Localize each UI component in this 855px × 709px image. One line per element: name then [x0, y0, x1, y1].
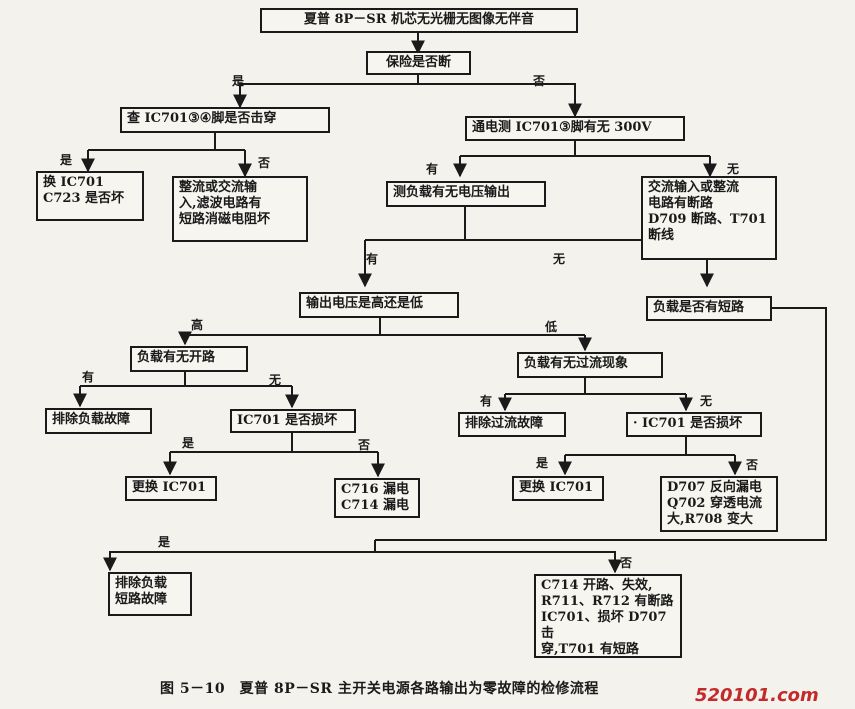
node-rect-short-line-3: 短路消磁电阻坏 [179, 212, 271, 227]
label-oc-have: 有 [480, 394, 493, 408]
watermark: 520101.com [695, 685, 819, 706]
label-ic34-no: 否 [258, 156, 271, 170]
node-c716-line-1: C716 漏电 [341, 482, 410, 497]
node-change-ic-c723-line-2: C723 是否坏 [43, 191, 125, 206]
label-300v-none: 无 [727, 162, 740, 176]
node-c714-line-3: IC701、损坏 D707 击 [541, 610, 667, 641]
node-d707: D707 反向漏电 Q702 穿透电流 大,R708 变大 [660, 476, 778, 532]
node-c716-line-2: C714 漏电 [341, 498, 410, 513]
label-hilo-low: 低 [545, 320, 558, 334]
node-ic34: 查 IC701③④脚是否击穿 [120, 107, 330, 133]
node-load-short-line-1: 负载是否有短路 [653, 300, 745, 315]
node-ac-break-line-4: 断线 [648, 228, 675, 243]
node-replace-1: 更换 IC701 [125, 476, 217, 501]
figure-caption: 图 5－10 夏普 8P－SR 主开关电源各路输出为零故障的检修流程 [160, 681, 599, 697]
node-ic-bad-2-line-1: · IC701 是否损坏 [633, 416, 743, 431]
node-load-v: 测负载有无电压输出 [386, 181, 546, 207]
node-fix-short-line-2: 短路故障 [115, 592, 168, 607]
label-short-yes: 是 [158, 535, 171, 549]
edge-fuse-split [239, 83, 576, 96]
node-overcurrent-line-1: 负载有无过流现象 [524, 356, 629, 371]
node-load-short: 负载是否有短路 [646, 296, 772, 321]
label-oc-none: 无 [700, 394, 713, 408]
node-ic-bad-2: · IC701 是否损坏 [626, 412, 762, 437]
node-change-ic-c723-line-1: 换 IC701 [43, 175, 105, 190]
node-out-hilo: 输出电压是高还是低 [299, 292, 459, 318]
node-start: 夏普 8P－SR 机芯无光栅无图像无伴音 [260, 8, 578, 33]
node-rect-short-line-1: 整流或交流输 [179, 180, 258, 195]
node-replace-2-line-1: 更换 IC701 [519, 480, 594, 495]
node-ic34-line-1: 查 IC701③④脚是否击穿 [127, 111, 277, 126]
label-ic34-yes: 是 [60, 153, 73, 167]
label-icbad1-no: 否 [358, 438, 371, 452]
edge-short-yes [103, 540, 376, 572]
label-open-none: 无 [269, 373, 282, 387]
node-c714-line-4: 穿,T701 有短路 [541, 642, 639, 657]
label-hilo-high: 高 [191, 318, 204, 332]
node-rect-short: 整流或交流输 入,滤波电路有 短路消磁电阻坏 [172, 176, 308, 242]
label-short-no: 否 [620, 556, 633, 570]
label-fuse-no: 否 [533, 74, 546, 88]
node-ic-bad-1: IC701 是否损坏 [230, 409, 356, 433]
label-loadv-none: 无 [553, 252, 566, 266]
node-d707-line-2: Q702 穿透电流 [667, 496, 762, 511]
node-ac-break-line-1: 交流输入或整流 [648, 180, 740, 195]
node-replace-2: 更换 IC701 [512, 476, 604, 501]
node-ac-break: 交流输入或整流 电路有断路 D709 断路、T701 断线 [641, 176, 777, 260]
node-300v: 通电测 IC701③脚有无 300V [465, 116, 685, 141]
label-icbad1-yes: 是 [182, 436, 195, 450]
node-d707-line-1: D707 反向漏电 [667, 480, 762, 495]
label-open-have: 有 [82, 370, 95, 384]
node-load-open-line-1: 负载有无开路 [137, 350, 216, 365]
node-load-open: 负载有无开路 [130, 346, 248, 372]
edge-loadshort-loop [375, 307, 827, 541]
node-out-hilo-line-1: 输出电压是高还是低 [306, 296, 424, 311]
node-fix-oc-line-1: 排除过流故障 [465, 416, 544, 431]
node-replace-1-line-1: 更换 IC701 [132, 480, 207, 495]
node-300v-line-1: 通电测 IC701③脚有无 300V [472, 120, 652, 135]
node-change-ic-c723: 换 IC701 C723 是否坏 [36, 171, 144, 221]
node-d707-line-3: 大,R708 变大 [667, 512, 753, 527]
node-c714-line-2: R711、R712 有断路 [541, 594, 674, 609]
node-c714: C714 开路、失效, R711、R712 有断路 IC701、损坏 D707 … [534, 574, 682, 658]
node-c716: C716 漏电 C714 漏电 [334, 478, 420, 518]
node-ic-bad-1-line-1: IC701 是否损坏 [237, 413, 338, 428]
label-fuse-yes: 是 [232, 74, 245, 88]
node-fix-oc: 排除过流故障 [458, 412, 566, 437]
node-fuse: 保险是否断 [366, 51, 471, 75]
node-ac-break-line-3: D709 断路、T701 [648, 212, 767, 227]
node-rect-short-line-2: 入,滤波电路有 [179, 196, 262, 211]
node-start-line-1: 夏普 8P－SR 机芯无光栅无图像无伴音 [303, 12, 535, 27]
label-icbad2-yes: 是 [536, 456, 549, 470]
edge-short-no [375, 551, 622, 574]
node-fuse-line-1: 保险是否断 [385, 55, 451, 70]
label-300v-have: 有 [426, 162, 439, 176]
node-c714-line-1: C714 开路、失效, [541, 578, 653, 593]
node-fix-load-line-1: 排除负载故障 [52, 412, 131, 427]
node-overcurrent: 负载有无过流现象 [517, 352, 663, 378]
node-fix-short-line-1: 排除负载 [115, 576, 168, 591]
node-ac-break-line-2: 电路有断路 [648, 196, 714, 211]
node-load-v-line-1: 测负载有无电压输出 [393, 185, 511, 200]
node-fix-short: 排除负载 短路故障 [108, 572, 192, 616]
label-loadv-have: 有 [366, 252, 379, 266]
node-fix-load: 排除负载故障 [45, 408, 152, 434]
label-icbad2-no: 否 [746, 458, 759, 472]
